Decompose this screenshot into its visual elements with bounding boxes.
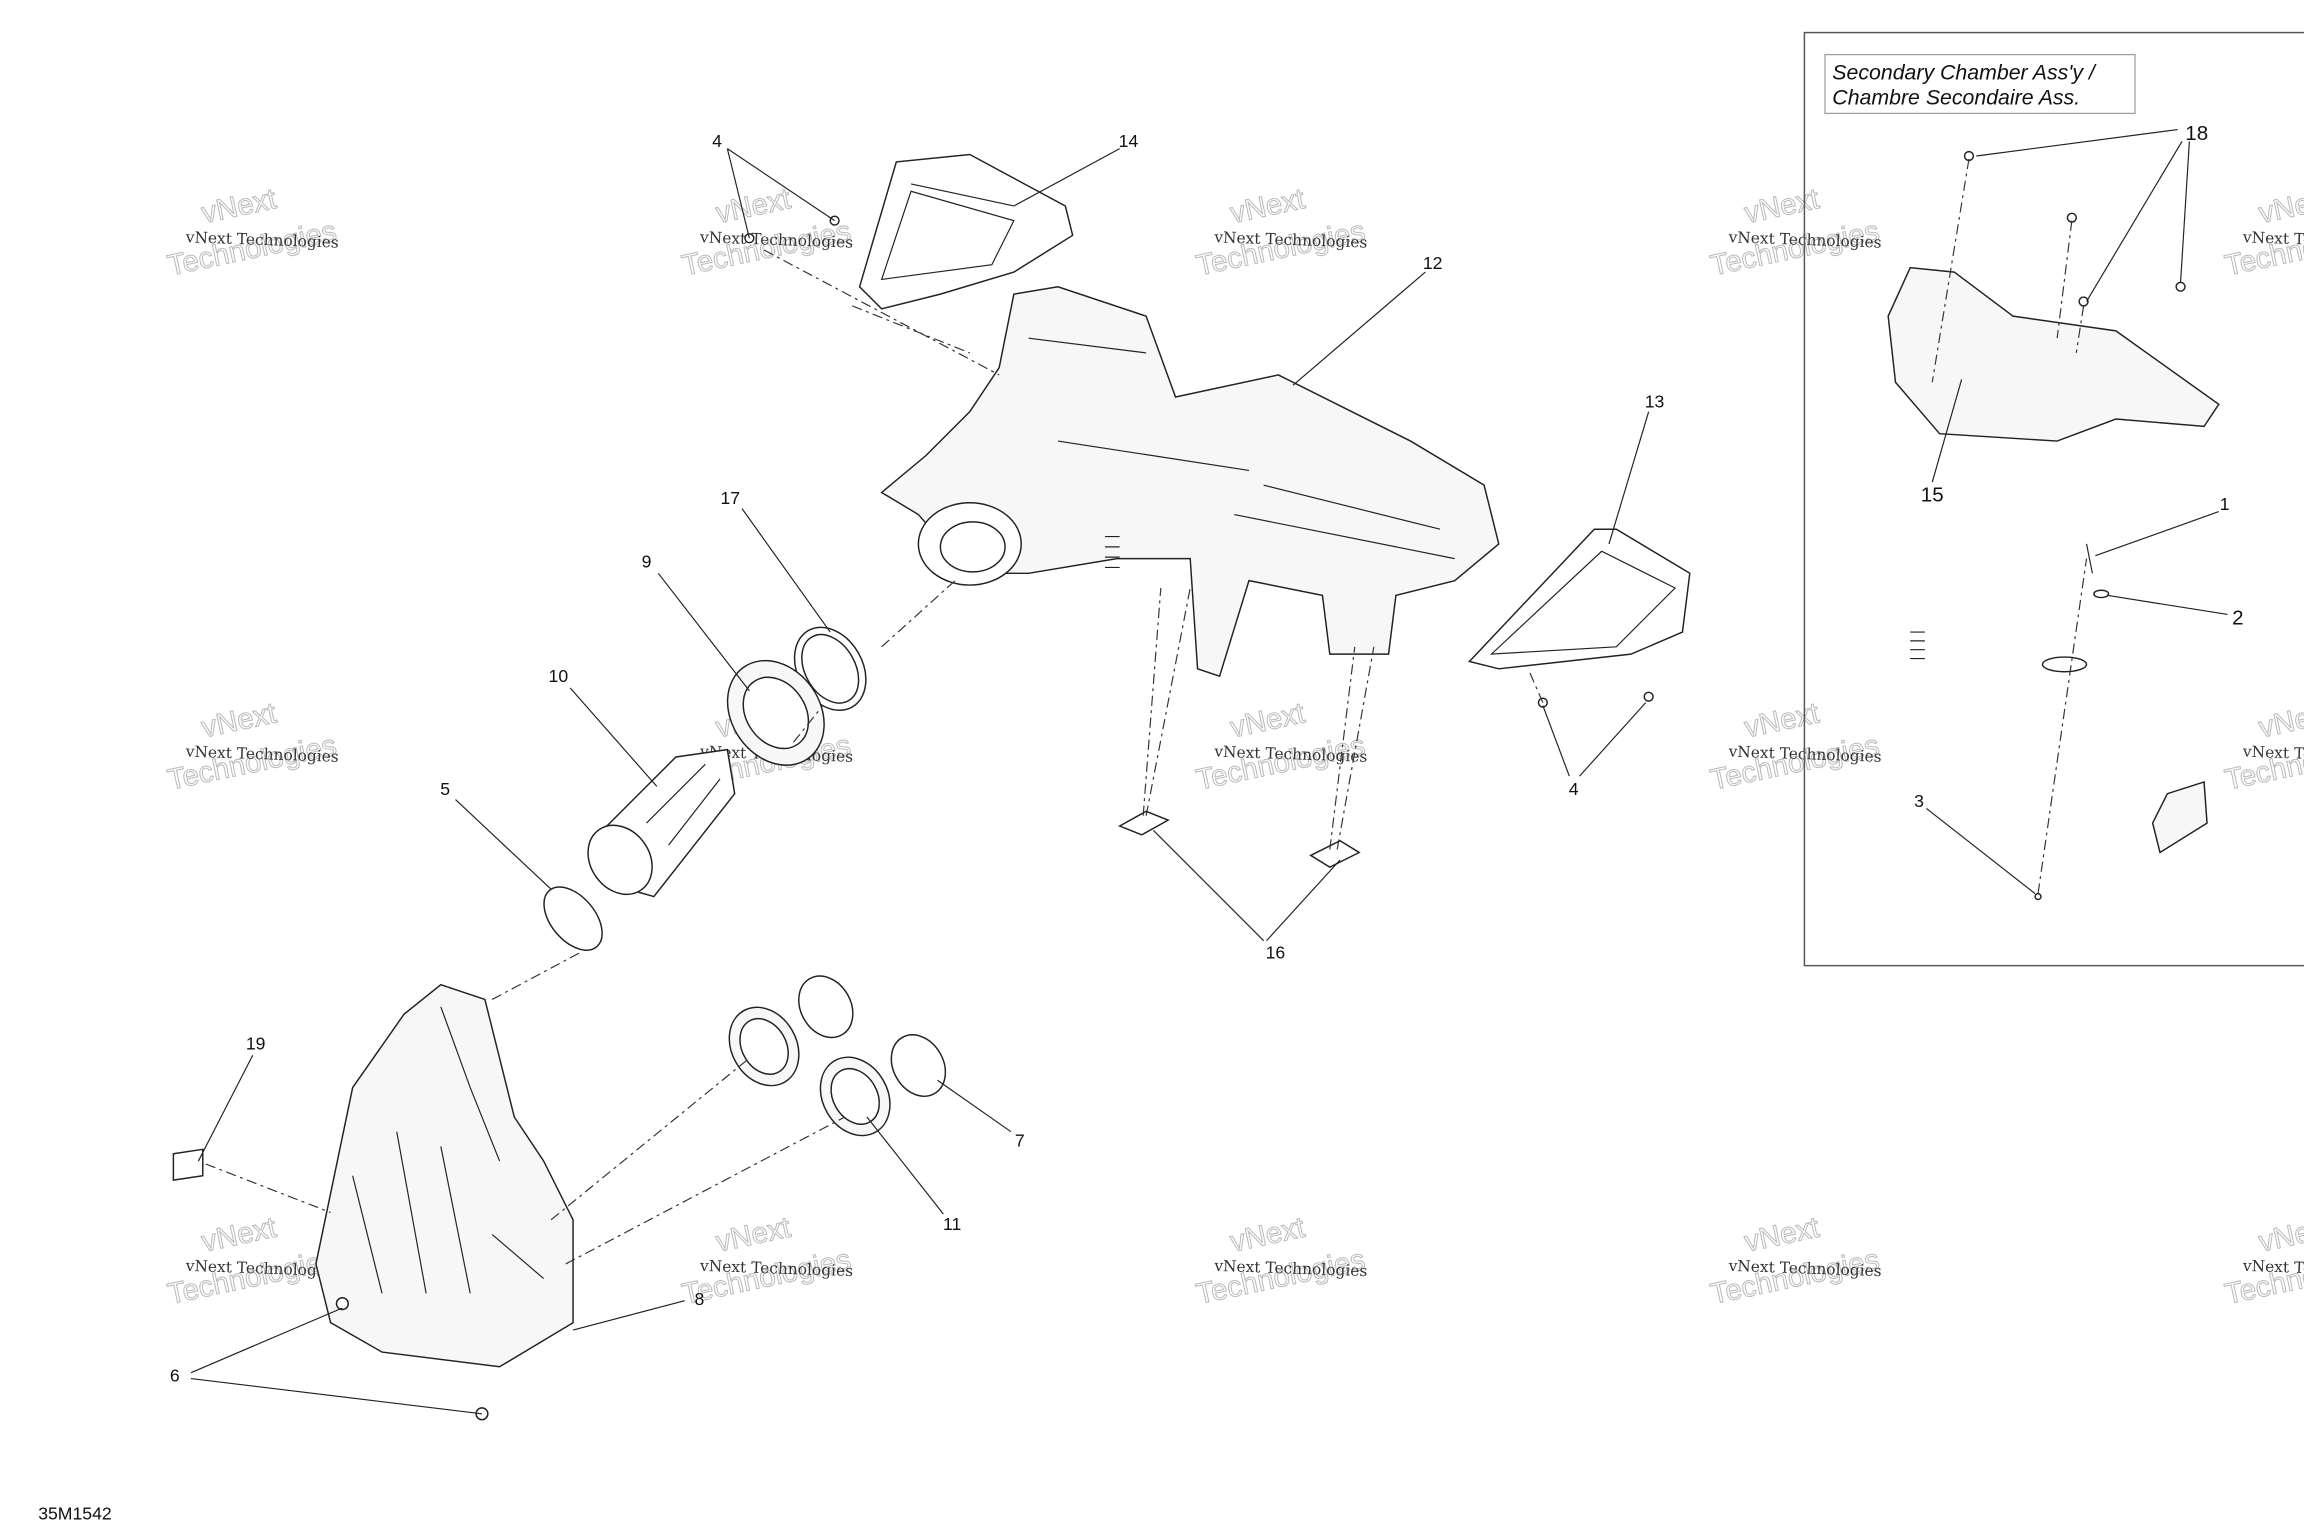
inset-title-line2: Chambre Secondaire Ass. — [1832, 86, 2080, 110]
inset-parts — [1887, 150, 2220, 901]
callout-3: 3 — [1914, 791, 1924, 811]
watermark-text: vNext Technologies — [1213, 228, 1368, 251]
part-9-filter-flange — [726, 659, 825, 766]
callout-4-top: 4 — [712, 131, 722, 151]
callout-15: 15 — [1921, 483, 1944, 506]
watermark-text: vNext — [1742, 182, 1822, 230]
callout-1: 1 — [2220, 494, 2230, 514]
part-19-label — [172, 1148, 204, 1182]
callout-18: 18 — [2185, 122, 2208, 145]
part-7-clamps — [798, 975, 947, 1097]
watermark-text: vNext Technologies — [699, 1257, 854, 1280]
callouts: 4 14 12 13 17 9 10 5 4 16 19 7 11 8 6 18… — [170, 122, 2244, 1386]
watermark-text: vNext — [2256, 182, 2304, 230]
part-16-pads — [1117, 810, 1361, 869]
inset-title-line1: Secondary Chamber Ass'y / — [1832, 61, 2097, 85]
inset-frame — [1803, 31, 2304, 967]
part-14-front-panel — [858, 153, 1074, 310]
assembly-lines — [205, 158, 2088, 1265]
callout-9: 9 — [642, 551, 652, 571]
part-13-side-panel — [1467, 528, 1691, 670]
callout-19: 19 — [246, 1033, 266, 1053]
watermark-text: vNext — [2256, 697, 2304, 745]
callout-16: 16 — [1266, 942, 1286, 962]
inset-title-box — [1824, 54, 2136, 114]
callout-8: 8 — [695, 1289, 705, 1309]
callout-6: 6 — [170, 1365, 180, 1385]
watermark-text: vNext — [1227, 1211, 1307, 1259]
watermark-text: vNext — [199, 697, 279, 745]
watermark-text: vNext Technologies — [2242, 743, 2304, 766]
watermark-text: vNext — [1742, 697, 1822, 745]
callout-2: 2 — [2232, 607, 2243, 630]
callout-7: 7 — [1015, 1130, 1025, 1150]
part-10-air-filter — [587, 748, 736, 898]
watermark-text: vNext — [199, 1211, 279, 1259]
callout-13: 13 — [1645, 391, 1665, 411]
watermark-text: vNext Technologies — [184, 743, 339, 766]
watermark-text: vNext Technologies — [184, 228, 339, 251]
callout-4-right: 4 — [1569, 779, 1579, 799]
callout-12: 12 — [1423, 253, 1443, 273]
fasteners — [335, 215, 1654, 1421]
watermark-text: vNext — [1742, 1211, 1822, 1259]
part-11-adaptors — [728, 1006, 891, 1137]
callout-5: 5 — [440, 779, 450, 799]
watermark-text: vNext Technologies — [2242, 228, 2304, 251]
callout-17: 17 — [720, 488, 740, 508]
part-8-intake-silencer — [315, 983, 574, 1368]
watermark-text: vNext Technologies — [1213, 1257, 1368, 1280]
part-12-airbox-housing — [880, 286, 1500, 678]
callout-10: 10 — [549, 666, 569, 686]
watermark-text: vNext Technologies — [184, 1257, 339, 1280]
part-5-o-ring — [543, 886, 603, 951]
watermark-text: vNext — [2256, 1211, 2304, 1259]
diagram-code: 35M1542 — [38, 1504, 111, 1524]
leader-lines — [190, 128, 2228, 1415]
watermark-text: vNext — [1227, 697, 1307, 745]
callout-11: 11 — [943, 1214, 961, 1234]
watermark-text: vNext Technologies — [1213, 743, 1368, 766]
watermark-text: vNext — [1227, 182, 1307, 230]
watermark-text: vNext Technologies — [1727, 1257, 1882, 1280]
watermark-text: vNext Technologies — [2242, 1257, 2304, 1280]
watermark-text: vNext — [199, 182, 279, 230]
callout-14: 14 — [1119, 131, 1139, 151]
watermark-text: vNext — [713, 182, 793, 230]
watermark-text: vNext — [713, 1211, 793, 1259]
watermark-text: vNext Technologies — [699, 228, 854, 251]
